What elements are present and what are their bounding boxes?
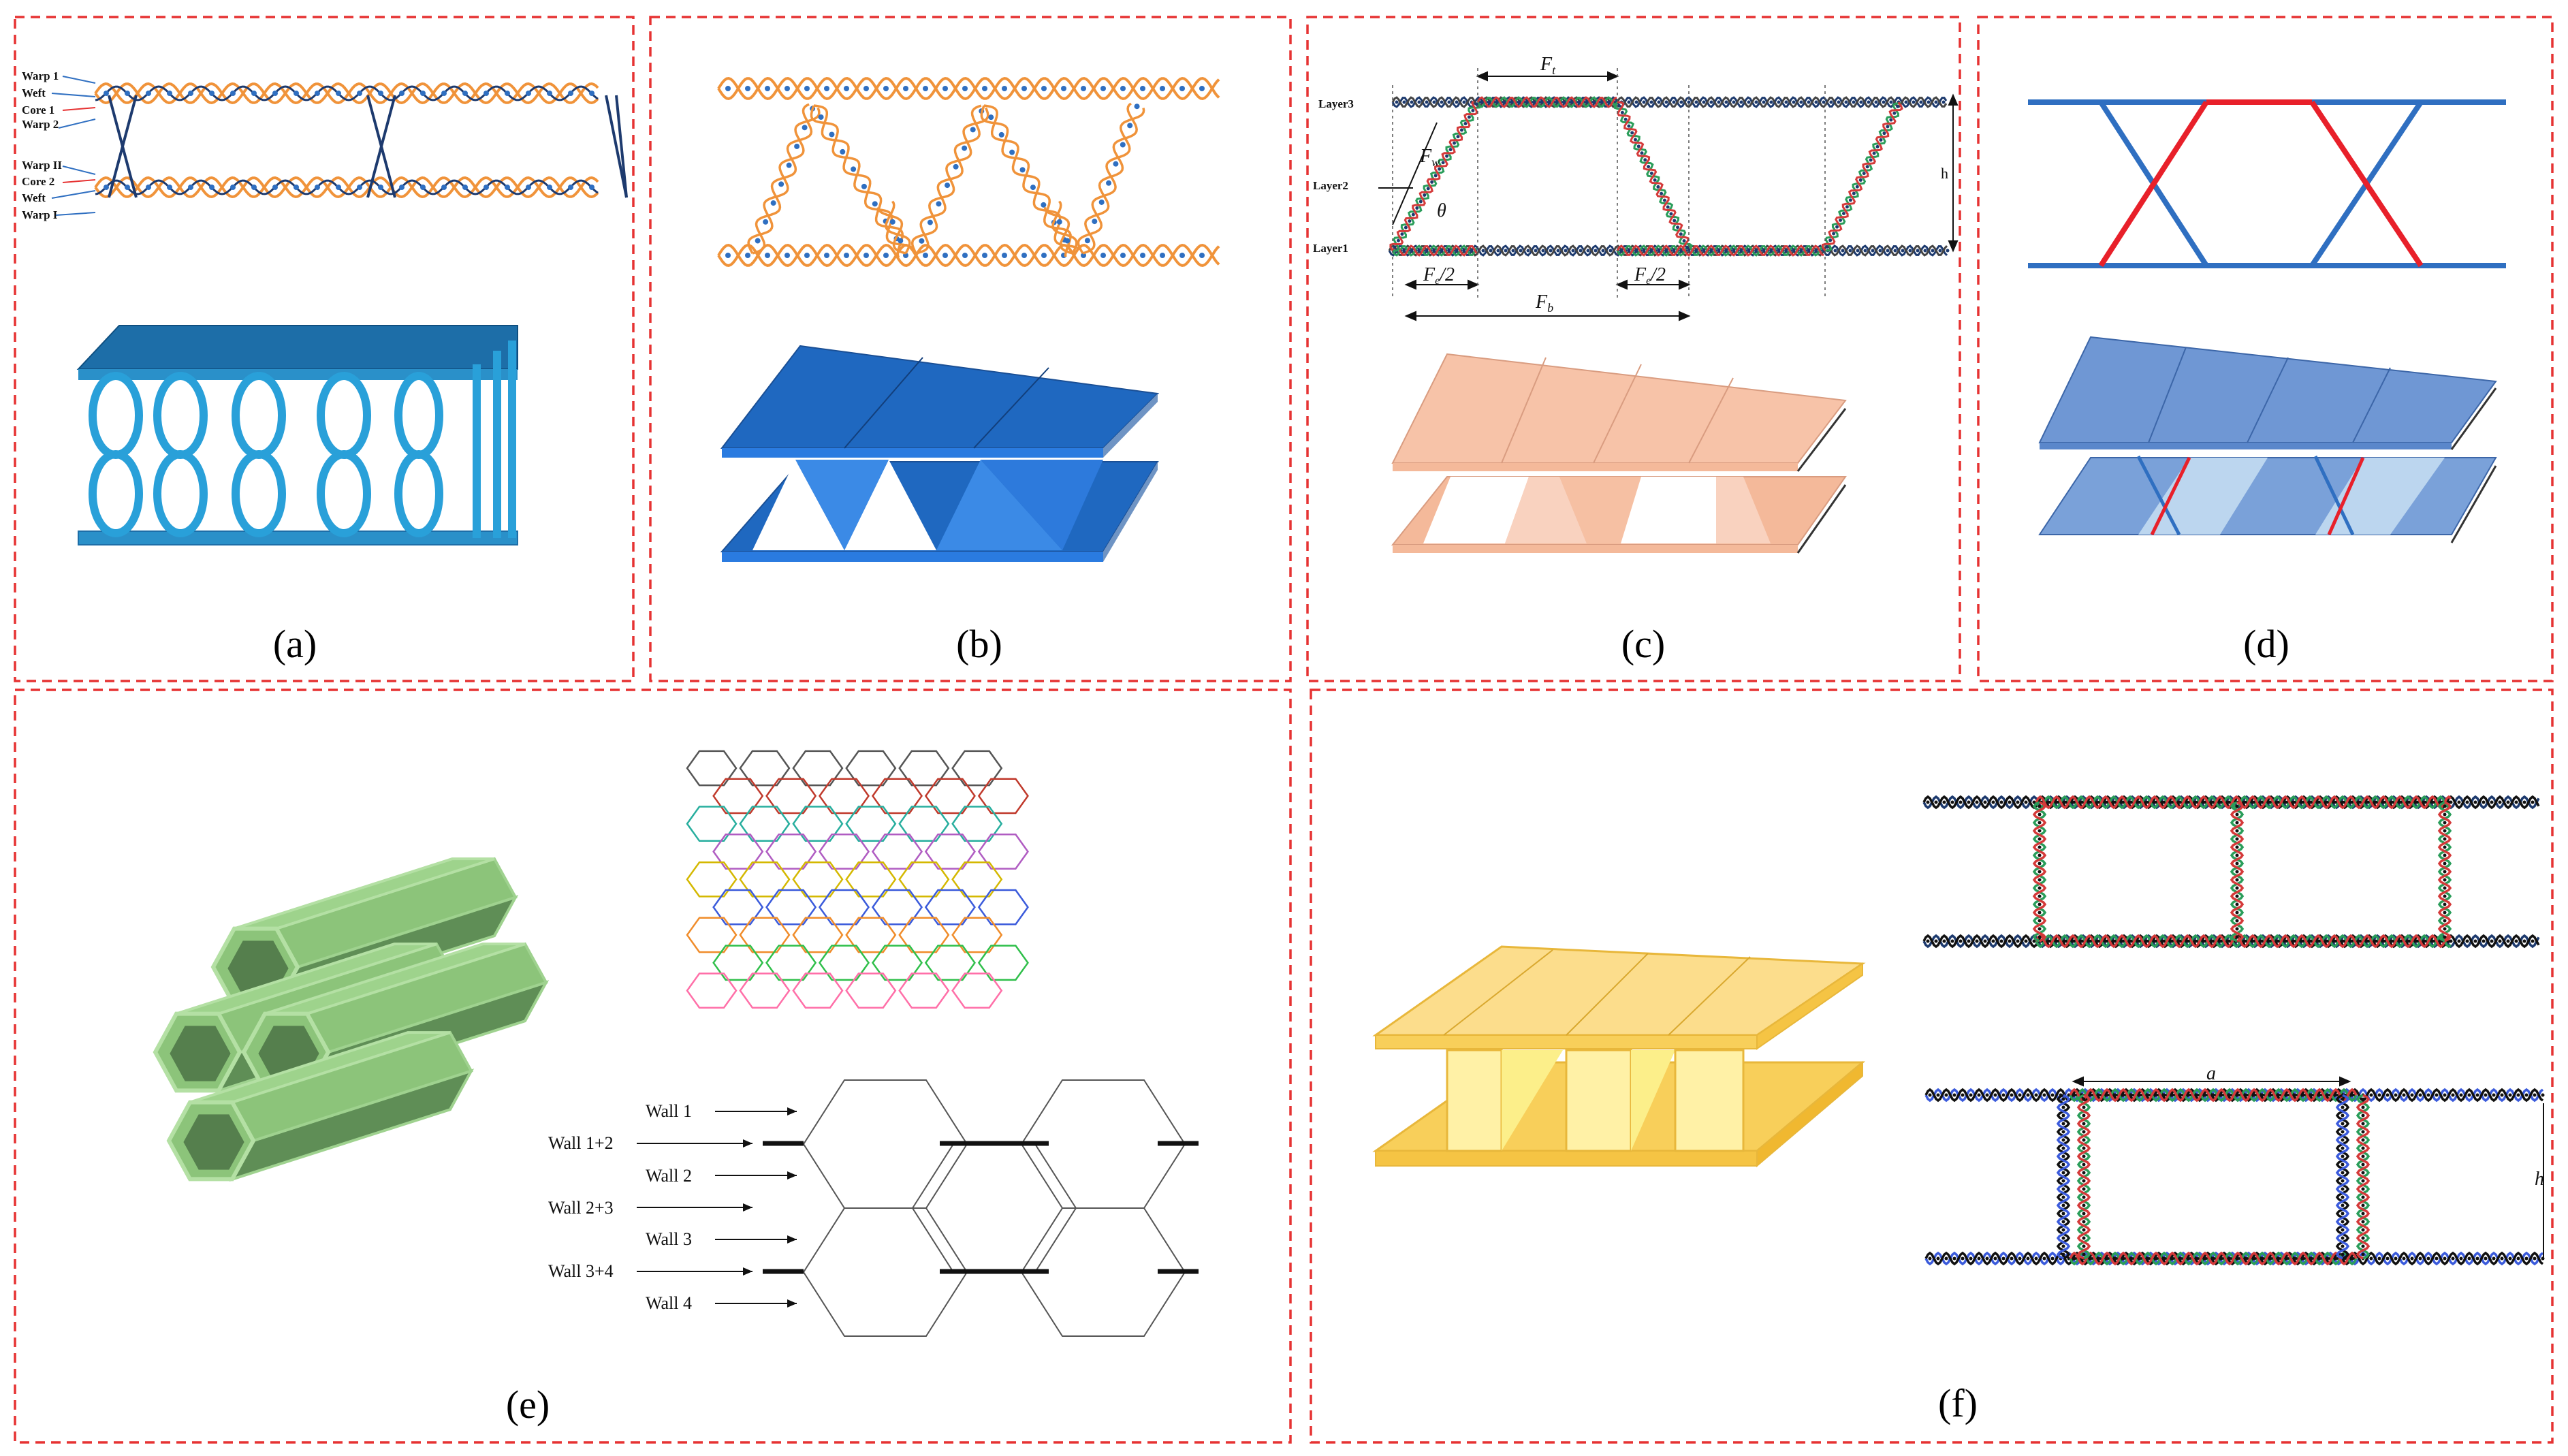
label-wall-2-3: Wall 2+3 (548, 1198, 614, 1218)
panel-c: Layer3 Layer2 Layer1 (1313, 54, 1959, 666)
panel-d-3d-x-core (2038, 336, 2497, 543)
label-wall-1: Wall 1 (646, 1101, 692, 1121)
label-h: h (1941, 165, 1948, 182)
panel-e-3d-hexagonal-tubes (153, 857, 550, 1182)
panel-a-frame (14, 16, 635, 682)
label-wall-2: Wall 2 (646, 1166, 692, 1186)
label-fe-right: Fe/2 (1634, 264, 1666, 287)
label-warp-1: Warp 1 (22, 69, 59, 82)
panel-b-woven-yarn-diagram (717, 76, 1220, 268)
label-theta: θ (1437, 200, 1446, 221)
label-weft-top: Weft (22, 86, 46, 99)
label-layer1: Layer1 (1313, 242, 1348, 255)
panel-d: (d) (2028, 99, 2506, 666)
label-h: h (2535, 1169, 2544, 1190)
panel-a-caption: (a) (273, 622, 317, 666)
panel-a-woven-yarn-diagram (94, 82, 628, 199)
label-warp-ii: Warp II (22, 159, 62, 172)
panel-a-3d-spacer-fabric (76, 325, 518, 545)
panel-f-frame (1310, 689, 2554, 1444)
panel-e-wall-schematic (763, 1079, 1199, 1337)
panel-e-colored-honeycomb (686, 750, 1029, 1009)
panel-e-caption: (e) (506, 1382, 550, 1427)
panel-f-yarn-diagrams (1922, 795, 2545, 1266)
panel-d-frame (1977, 16, 2554, 682)
label-fe-left: Fe/2 (1423, 264, 1455, 287)
panel-b-frame (649, 16, 1292, 682)
panel-c-dimensions (1392, 68, 1959, 321)
panel-a-yarn-labels: Warp 1 Weft Core 1 Warp 2 Warp II Core 2… (22, 69, 96, 221)
panel-a: Warp 1 Weft Core 1 Warp 2 Warp II Core 2… (22, 69, 628, 666)
panel-d-caption: (d) (2243, 622, 2289, 666)
label-ft: Ft (1540, 54, 1556, 77)
panel-e-frame (14, 689, 1292, 1444)
panel-b-caption: (b) (956, 622, 1002, 666)
label-wall-4: Wall 4 (646, 1293, 692, 1313)
panel-f-caption: (f) (1938, 1381, 1978, 1425)
label-core-2: Core 2 (22, 175, 54, 188)
label-wall-3: Wall 3 (646, 1229, 692, 1249)
panel-b: (b) (717, 76, 1220, 666)
panel-f-dimensions (2072, 1076, 2544, 1260)
panel-c-caption: (c) (1621, 622, 1665, 666)
panel-c-yarn-diagram (1388, 96, 1950, 257)
label-layer2: Layer2 (1313, 179, 1348, 192)
panel-f: a h (f) (1372, 795, 2545, 1425)
panel-e-wall-labels: Wall 1 Wall 1+2 Wall 2 Wall 2+3 Wall 3 W… (548, 1101, 797, 1313)
panel-c-frame (1306, 16, 1961, 682)
panel-e: Wall 1 Wall 1+2 Wall 2 Wall 2+3 Wall 3 W… (153, 750, 1199, 1427)
panel-f-3d-rectangular-core (1372, 945, 1866, 1168)
label-wall-1-2: Wall 1+2 (548, 1133, 614, 1153)
label-weft-bottom: Weft (22, 191, 46, 204)
panel-d-line-diagram (2028, 99, 2506, 268)
panel-b-3d-triangular-core (720, 345, 1160, 562)
panel-c-3d-trapezoidal-core (1391, 353, 1847, 554)
label-fb: Fb (1535, 291, 1553, 315)
label-wall-3-4: Wall 3+4 (548, 1261, 614, 1281)
label-a: a (2206, 1063, 2216, 1084)
label-warp-i: Warp I (22, 208, 58, 221)
label-core-1: Core 1 (22, 104, 54, 116)
label-layer3: Layer3 (1318, 97, 1354, 110)
label-warp-2: Warp 2 (22, 118, 59, 131)
label-fw: Fw (1419, 146, 1440, 169)
